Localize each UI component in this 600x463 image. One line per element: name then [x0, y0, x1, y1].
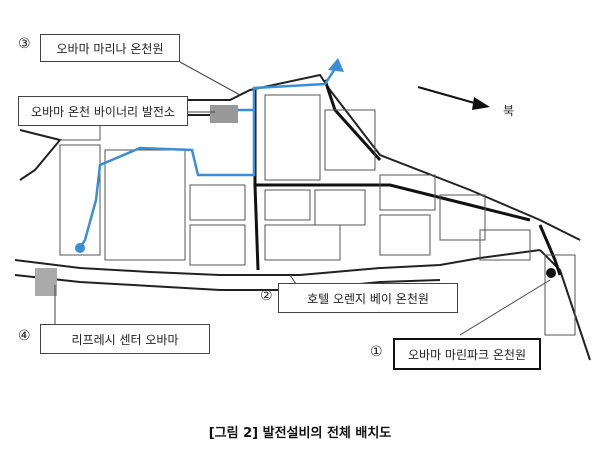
label-number-3: ③ — [18, 36, 31, 52]
label-binary-plant: 오바마 온천 바이너리 발전소 — [18, 96, 188, 126]
north-arrow-icon — [417, 86, 490, 110]
figure-caption: [그림 2] 발전설비의 전체 배치도 — [208, 426, 392, 441]
pipeline — [78, 63, 340, 249]
north-label: 북 — [503, 104, 515, 118]
well-marker — [75, 243, 85, 253]
label-marine-park: 오바마 마린파크 온천원 — [393, 338, 541, 370]
well-marker — [546, 268, 556, 278]
label-number-2: ② — [260, 288, 273, 304]
refresh-center-site — [35, 268, 57, 296]
flow-arrow-icon — [328, 58, 344, 72]
label-number-4: ④ — [18, 328, 31, 344]
label-obama-marina: 오바마 마리나 온천원 — [40, 34, 180, 62]
binary-plant-site — [210, 105, 238, 123]
label-number-1: ① — [370, 344, 383, 360]
label-refresh-center: 리프레시 센터 오바마 — [40, 324, 210, 354]
label-hotel-orange: 호텔 오렌지 베이 온천원 — [278, 283, 458, 313]
